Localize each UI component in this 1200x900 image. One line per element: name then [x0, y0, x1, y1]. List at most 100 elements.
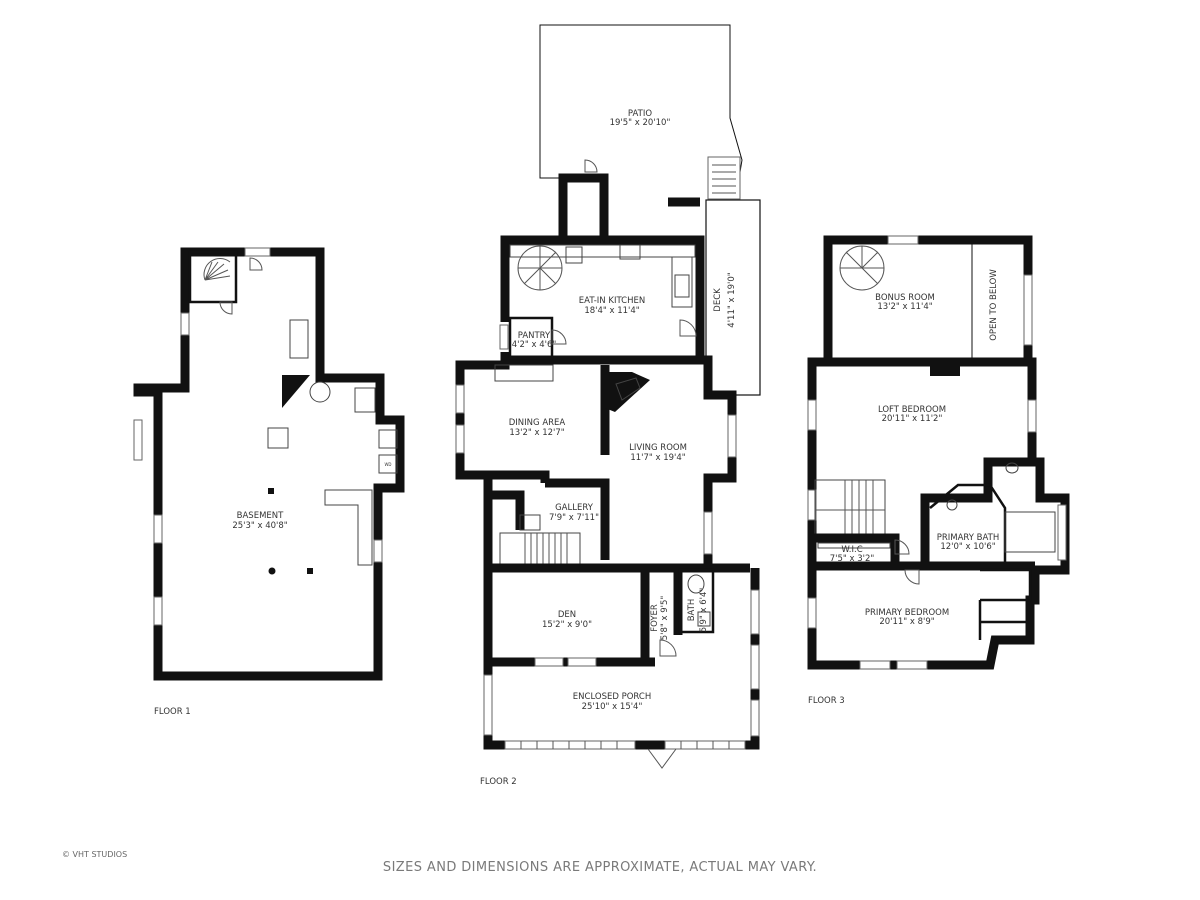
- room-dims-basement: 25'3" x 40'8": [232, 521, 287, 531]
- kitchen-counter: [509, 244, 696, 258]
- room-dims-eat-in-kitchen: 18'4" x 11'4": [584, 306, 639, 316]
- room-name-basement: BASEMENT: [237, 511, 284, 521]
- dining-window: [455, 424, 465, 454]
- basement-dryer: [378, 454, 398, 474]
- room-name-foyer: FOYER: [650, 604, 660, 632]
- washer-label: WD: [384, 462, 391, 467]
- basement-post: [268, 488, 274, 494]
- wic-door-swing: [894, 539, 910, 555]
- room-name-deck: DECK: [713, 288, 723, 312]
- porch-window: [504, 740, 636, 750]
- basement-window: [153, 596, 163, 626]
- basement-column-box: [267, 427, 289, 449]
- primary-bedroom-window: [896, 660, 928, 670]
- porch-entry-door: [647, 748, 677, 769]
- dining-lower-wall: [460, 470, 550, 483]
- bath-wall: [678, 568, 715, 634]
- floor-1-plan: WD BASEMENT 25'3" x 40'8" FLOOR 1: [133, 247, 405, 717]
- basement-stair-enclosure: [188, 250, 238, 304]
- room-name-loft-bedroom: LOFT BEDROOM: [878, 405, 946, 415]
- room-name-primary-bath: PRIMARY BATH: [937, 533, 1000, 543]
- kitchen-counter: [671, 256, 693, 308]
- room-dims-gallery: 7'9" x 7'11": [549, 513, 599, 523]
- patio-outline: [539, 24, 743, 179]
- floor-2-exterior-wall: [500, 235, 737, 568]
- primary-bath-window: [1057, 504, 1067, 561]
- room-dims-foyer: 5'8" x 9'5": [660, 596, 670, 641]
- primary-bedroom-door-swing: [904, 569, 920, 585]
- gallery-wall: [545, 478, 610, 560]
- room-name-bonus-room: BONUS ROOM: [875, 293, 935, 303]
- room-name-pantry: PANTRY: [518, 331, 551, 341]
- basement-window: [153, 514, 163, 544]
- primary-bedroom-window: [807, 597, 817, 629]
- den-window: [534, 657, 564, 667]
- floor-3-label: FLOOR 3: [808, 696, 845, 706]
- room-dims-wic: 7'5" x 3'2": [830, 554, 875, 564]
- patio-door-swing: [584, 159, 598, 173]
- basement-post: [268, 567, 276, 575]
- basement-counter: [324, 489, 373, 566]
- porch-wall: [483, 568, 760, 750]
- floor-2-plan: PATIO 19'5" x 20'10" DECK 4'11" x 19'0" …: [455, 24, 761, 787]
- basement-door-swing: [249, 257, 263, 271]
- loft-window: [807, 399, 817, 431]
- kitchen-sink: [619, 244, 641, 260]
- dining-built-in: [494, 364, 554, 382]
- room-name-enclosed-porch: ENCLOSED PORCH: [573, 692, 651, 702]
- living-window: [727, 414, 737, 458]
- bath-sink: [697, 611, 711, 627]
- living-window: [703, 511, 713, 555]
- basement-window: [180, 312, 190, 336]
- basement-window: [373, 539, 383, 563]
- floor-1-label: FLOOR 1: [154, 707, 191, 717]
- primary-bath-wall: [920, 457, 1032, 566]
- pantry-door-swing: [551, 329, 567, 345]
- room-name-den: DEN: [558, 610, 576, 620]
- room-dims-pantry: 4'2" x 4'6": [512, 340, 557, 350]
- porch-window-mullions: [520, 741, 730, 749]
- floor-2-label: FLOOR 2: [480, 777, 517, 787]
- room-name-eat-in-kitchen: EAT-IN KITCHEN: [579, 296, 645, 306]
- porch-window: [483, 674, 493, 736]
- porch-window: [750, 644, 760, 690]
- basement-chimney: [282, 375, 310, 408]
- kitchen-door-swing: [679, 319, 697, 337]
- loft-window: [807, 489, 817, 521]
- room-name-primary-bedroom: PRIMARY BEDROOM: [865, 608, 949, 618]
- room-dims-loft-bedroom: 20'11" x 11'2": [882, 414, 943, 424]
- basement-laundry-sink: [354, 387, 376, 413]
- primary-bedroom-closet: [978, 568, 1032, 640]
- kitchen-range: [674, 274, 690, 298]
- room-dims-bath: 5'9" x 6'4": [699, 588, 709, 633]
- room-name-patio: PATIO: [628, 109, 652, 119]
- primary-bath-toilet: [1005, 462, 1019, 474]
- kitchen-spiral-stair: [517, 245, 563, 291]
- room-name-living-room: LIVING ROOM: [629, 443, 687, 453]
- basement-post: [307, 568, 313, 574]
- room-dims-primary-bath: 12'0" x 10'6": [940, 542, 995, 552]
- dining-window: [455, 384, 465, 414]
- floor-3-plan: BONUS ROOM 13'2" x 11'4" OPEN TO BELOW L…: [807, 235, 1070, 706]
- room-name-wic: W.I.C: [841, 545, 862, 555]
- room-dims-enclosed-porch: 25'10" x 15'4": [582, 702, 643, 712]
- stairwell-wall: [812, 533, 900, 566]
- stair-enclosure-wall: [488, 490, 525, 530]
- bath-toilet: [687, 574, 705, 594]
- floor-3-exterior-wall: [807, 357, 1070, 670]
- primary-bedroom-window: [859, 660, 891, 670]
- basement-water-heater: [309, 381, 331, 403]
- kitchen-fridge: [565, 246, 583, 264]
- room-dims-primary-bedroom: 20'11" x 8'9": [879, 617, 934, 627]
- copyright-notice: © VHT STUDIOS: [62, 850, 128, 859]
- deck-stair-treads: [712, 164, 736, 194]
- floor-3-stair-treads: [815, 480, 885, 535]
- fireplace-hearth: [615, 377, 641, 401]
- room-dims-living-room: 11'7" x 19'4": [630, 453, 685, 463]
- vestibule-wall: [558, 173, 609, 240]
- floor-3-stair: [814, 479, 886, 536]
- primary-bath-sink: [946, 499, 958, 511]
- deck-stair: [707, 156, 741, 200]
- kitchen-window: [499, 324, 509, 350]
